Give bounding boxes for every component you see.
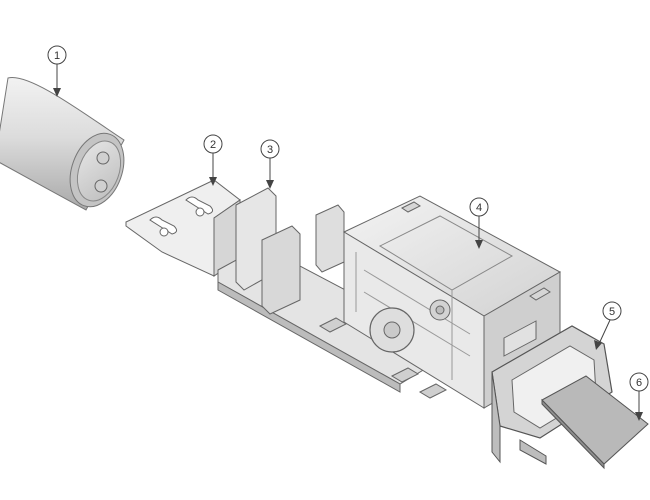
callout-1: 1	[47, 45, 67, 97]
callout-6: 6	[629, 372, 649, 421]
part-1-cylinder	[0, 77, 125, 211]
callout-1-label: 1	[54, 50, 60, 62]
callout-2: 2	[203, 134, 223, 186]
callout-2-label: 2	[210, 139, 216, 151]
callout-4: 4	[469, 197, 489, 249]
part-5-bezel	[491, 325, 613, 465]
part-2-bracket	[125, 179, 241, 277]
part-3-tray	[217, 187, 448, 399]
callout-6-label: 6	[636, 377, 642, 389]
callout-3: 3	[260, 139, 280, 189]
callouts: 1 2 3 4 5 6	[47, 45, 649, 421]
part-6-card	[541, 375, 649, 470]
callout-4-label: 4	[476, 202, 482, 214]
terminal-top-icon	[96, 151, 110, 165]
terminal-bottom-icon	[94, 179, 108, 193]
callout-3-label: 3	[267, 144, 273, 156]
callout-5: 5	[594, 301, 622, 350]
callout-5-label: 5	[609, 306, 615, 318]
